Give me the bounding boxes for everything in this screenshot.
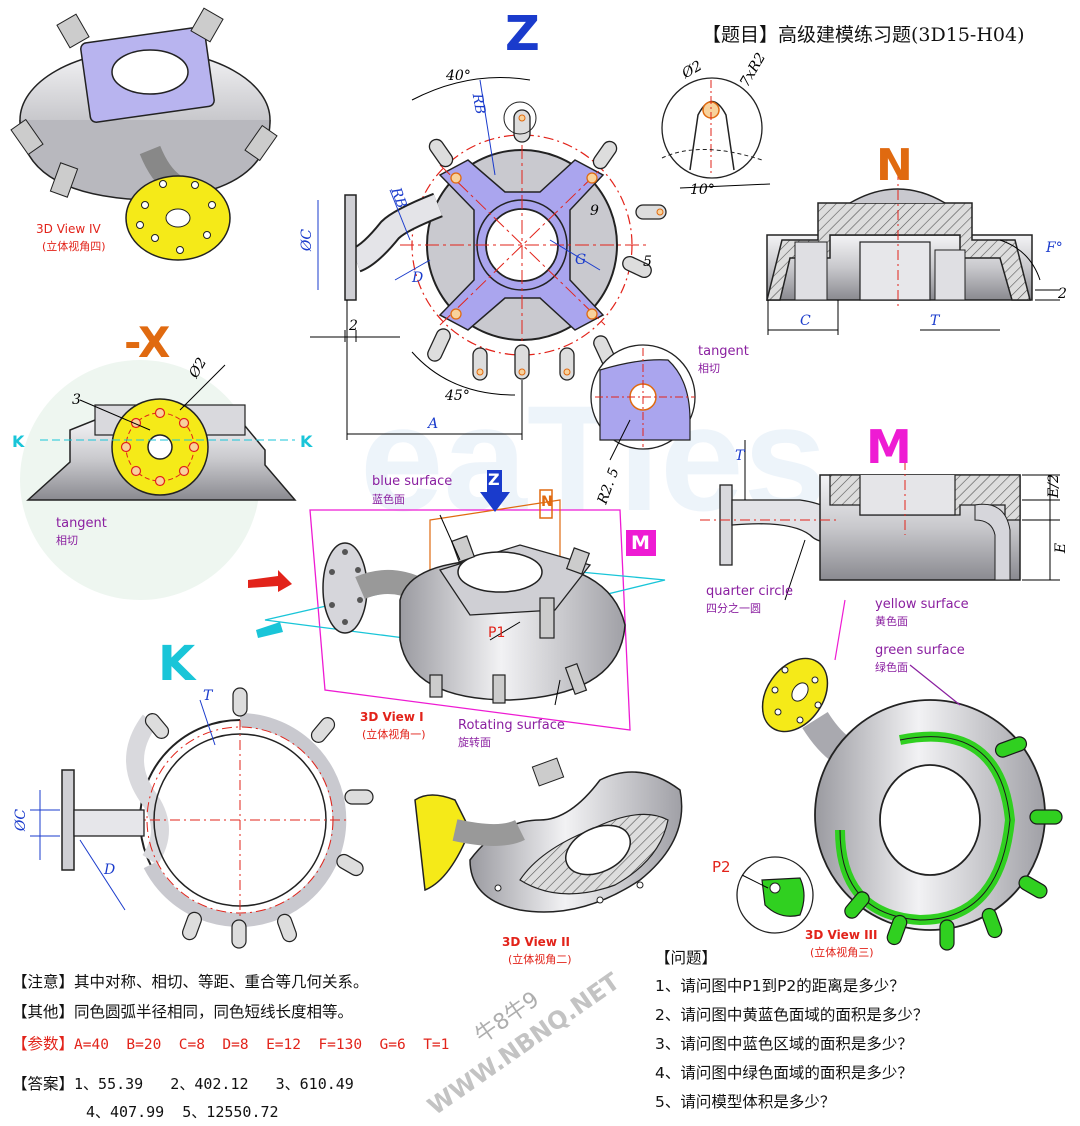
dim-dia-c-k: ØC — [13, 808, 30, 832]
dim-e: E — [1053, 542, 1070, 554]
detail-tangent-circle — [590, 344, 696, 461]
view3-caption-cn: (立体视角三) — [810, 946, 874, 959]
rotating-surface-callout: Rotating surface — [458, 718, 565, 733]
quarter-circle-callout: quarter circle — [706, 584, 793, 599]
dim-rb-top: RB — [468, 92, 489, 116]
question-item: 3、请问图中蓝色区域的面积是多少？ — [655, 1035, 913, 1053]
green-surface-callout-cn: 绿色面 — [875, 661, 908, 674]
question-item: 4、请问图中绿色面域的面积是多少？ — [655, 1064, 913, 1082]
dim-5-z: 5 — [643, 254, 652, 270]
view1-caption-cn: (立体视角一) — [362, 728, 426, 741]
dim-t-k: T — [203, 688, 213, 704]
blue-surface-callout: blue surface — [372, 474, 453, 489]
dim-angle-40: 40° — [446, 68, 471, 84]
dim-d-k: D — [104, 862, 116, 878]
n-plane-label: N — [541, 494, 553, 510]
view1-caption: 3D View I — [360, 710, 424, 724]
quarter-circle-callout-cn: 四分之一圆 — [706, 602, 761, 615]
dim-t-m: T — [735, 448, 745, 464]
view3-model — [736, 599, 1063, 951]
z-view-drawing — [310, 77, 667, 440]
question-item: 2、请问图中黄蓝色面域的面积是多少？ — [655, 1006, 929, 1024]
yellow-surface-callout: yellow surface — [875, 597, 969, 612]
m-plane-label: M — [631, 532, 650, 554]
view3-caption: 3D View III — [805, 928, 878, 942]
k-view-drawing — [30, 687, 374, 949]
rotating-surface-callout-cn: 旋转面 — [458, 736, 491, 749]
view4-model — [10, 7, 278, 261]
z-view-label: Z — [505, 6, 540, 62]
m-view-label: M — [866, 420, 912, 474]
tangent-callout-x-cn: 相切 — [56, 534, 78, 547]
note-line: 【注意】其中对称、相切、等距、重合等几何关系。 — [12, 973, 369, 991]
neg-x-view-drawing — [26, 364, 297, 501]
param-line: 【参数】A=40 B=20 C=8 D=8 E=12 F=130 G=6 T=1 — [12, 1035, 450, 1053]
blue-surface-callout-cn: 蓝色面 — [372, 493, 405, 506]
questions-title: 【问题】 — [655, 949, 718, 967]
view1-model — [248, 470, 666, 731]
m-view-drawing — [700, 440, 1060, 601]
tangent-callout-x: tangent — [56, 516, 107, 531]
dim-a: A — [428, 416, 439, 432]
green-surface-callout: green surface — [875, 643, 965, 658]
neg-x-view-label: -X — [124, 318, 171, 367]
view4-caption: 3D View IV — [36, 222, 101, 236]
k-marker-right: K — [300, 432, 313, 451]
view4-caption-cn: (立体视角四) — [42, 240, 106, 253]
z-arrow-label: Z — [488, 470, 500, 489]
tangent-callout-top-cn: 相切 — [698, 362, 720, 375]
point-p1-label: P1 — [488, 625, 506, 641]
dim-e-half: E/2 — [1045, 474, 1062, 498]
question-item: 5、请问模型体积是多少？ — [655, 1093, 836, 1111]
k-view-label: K — [158, 636, 196, 692]
dim-g: G — [575, 252, 587, 268]
dim-dia-c-z: ØC — [299, 228, 316, 252]
view2-caption: 3D View II — [502, 935, 571, 949]
n-view-label: N — [876, 140, 913, 191]
n-view-drawing — [766, 170, 1060, 335]
yellow-surface-callout-cn: 黄色面 — [875, 615, 908, 628]
detail-lug-circle — [503, 77, 771, 189]
dim-t-n: T — [930, 313, 940, 329]
page-title: 【题目】高级建模练习题(3D15-H04) — [702, 24, 1025, 46]
k-marker-left: K — [12, 432, 25, 451]
dim-2-z: 2 — [349, 318, 358, 334]
dim-c-n: C — [800, 313, 811, 329]
dim-angle-10: 10° — [690, 182, 715, 198]
dim-d-z: D — [412, 270, 424, 286]
answer-line-2: 4、407.99 5、12550.72 — [86, 1103, 279, 1121]
dim-2-n: 2 — [1058, 286, 1067, 302]
view2-caption-cn: (立体视角二) — [508, 953, 572, 966]
tangent-callout-top: tangent — [698, 344, 749, 359]
dim-3-x: 3 — [72, 392, 81, 408]
answer-line-1: 【答案】1、55.39 2、402.12 3、610.49 — [12, 1075, 354, 1093]
view2-model — [414, 757, 683, 913]
dim-angle-f: F° — [1046, 240, 1063, 256]
point-p2-label: P2 — [712, 858, 731, 876]
dim-9-z: 9 — [590, 203, 599, 219]
other-line: 【其他】同色圆弧半径相同，同色短线长度相等。 — [12, 1003, 354, 1021]
dim-angle-45: 45° — [445, 388, 470, 404]
question-item: 1、请问图中P1到P2的距离是多少？ — [655, 977, 905, 995]
